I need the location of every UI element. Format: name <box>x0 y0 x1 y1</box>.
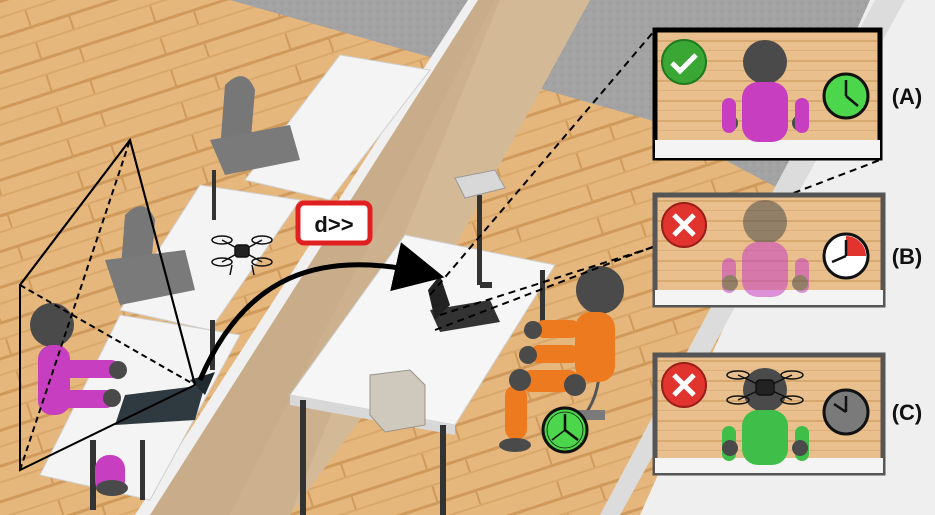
cross-icon-c <box>661 362 707 408</box>
panel-c-label: (C) <box>892 400 923 425</box>
panel-a: (A) <box>652 27 923 161</box>
panel-c: (C) <box>652 352 923 476</box>
projector-pole <box>477 195 482 285</box>
projection-lines <box>429 29 881 331</box>
camera-frustum <box>19 137 197 472</box>
drone-panel-icon <box>726 370 804 405</box>
clock-green-small-icon <box>541 406 589 454</box>
laptop-left <box>115 385 205 425</box>
chair-mid <box>105 206 195 305</box>
clock-gray-icon <box>822 388 870 436</box>
clock-green-icon <box>822 72 870 120</box>
panel-a-label: (A) <box>892 84 923 109</box>
box <box>369 369 426 433</box>
cross-icon <box>661 202 707 248</box>
person-magenta <box>30 303 128 496</box>
check-icon <box>661 39 707 85</box>
panel-b: (B) <box>652 192 923 308</box>
laptop-right <box>430 300 500 332</box>
transfer-arrow <box>197 242 445 381</box>
projector <box>454 169 506 199</box>
drone-top <box>211 235 273 276</box>
arrow-label: d>> <box>314 212 353 237</box>
person-orange <box>499 266 624 452</box>
panel-b-label: (B) <box>892 244 923 269</box>
arrow-label-box: d>> <box>295 200 373 246</box>
clock-red-icon <box>822 232 870 280</box>
chair-back <box>210 76 300 220</box>
